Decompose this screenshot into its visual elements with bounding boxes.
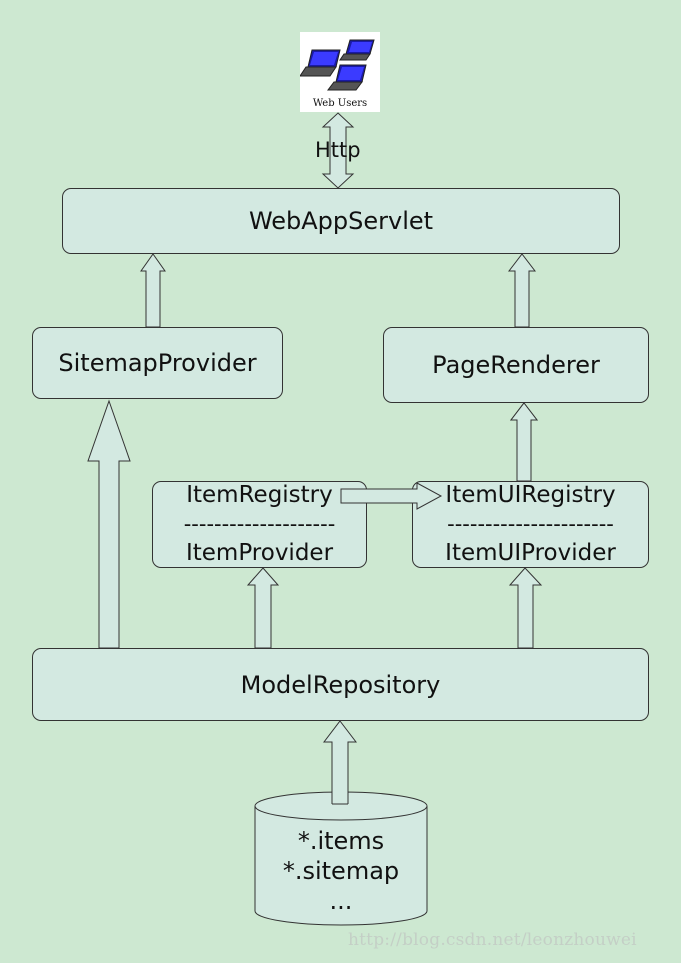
arrow-uiregistry-to-pagerenderer bbox=[509, 402, 539, 482]
storage-cylinder bbox=[254, 791, 428, 926]
web-users-image: Web Users bbox=[300, 32, 380, 112]
itemregistry-box: ItemRegistry -------------------- ItemPr… bbox=[152, 481, 367, 568]
itemuiregistry-separator: ---------------------- bbox=[447, 512, 614, 536]
sitemapprovider-box: SitemapProvider bbox=[32, 327, 283, 399]
webappservlet-label: WebAppServlet bbox=[248, 207, 434, 235]
itemuiprovider-label: ItemUIProvider bbox=[445, 540, 616, 566]
itemuiregistry-box: ItemUIRegistry ---------------------- It… bbox=[412, 481, 649, 568]
arrow-model-to-sitemap bbox=[87, 399, 131, 649]
storage-files: *.items *.sitemap ... bbox=[255, 826, 427, 916]
storage-line-more: ... bbox=[329, 887, 353, 915]
itemregistry-label: ItemRegistry bbox=[186, 482, 333, 508]
itemuiregistry-label: ItemUIRegistry bbox=[445, 482, 616, 508]
modelrepository-label: ModelRepository bbox=[240, 670, 441, 699]
web-users-caption: Web Users bbox=[312, 98, 368, 109]
arrow-model-to-itemregistry bbox=[246, 567, 280, 649]
http-label: Http bbox=[315, 138, 361, 162]
storage-line-sitemap: *.sitemap bbox=[282, 857, 400, 885]
itemregistry-separator: -------------------- bbox=[183, 512, 336, 536]
itemprovider-label: ItemProvider bbox=[185, 540, 334, 566]
arrow-sitemap-to-servlet bbox=[140, 253, 166, 328]
modelrepository-box: ModelRepository bbox=[32, 648, 649, 721]
webappservlet-box: WebAppServlet bbox=[62, 188, 620, 254]
pagerenderer-box: PageRenderer bbox=[383, 327, 649, 403]
watermark: http://blog.csdn.net/leonzhouwei bbox=[348, 930, 637, 950]
arrow-pagerenderer-to-servlet bbox=[507, 253, 537, 328]
arrow-model-to-uiregistry bbox=[508, 567, 543, 649]
arrow-storage-stem-overlay bbox=[332, 790, 348, 804]
storage-line-items: *.items bbox=[297, 827, 385, 855]
sitemapprovider-label: SitemapProvider bbox=[58, 349, 257, 377]
pagerenderer-label: PageRenderer bbox=[432, 351, 600, 379]
laptop-icon bbox=[300, 39, 375, 91]
